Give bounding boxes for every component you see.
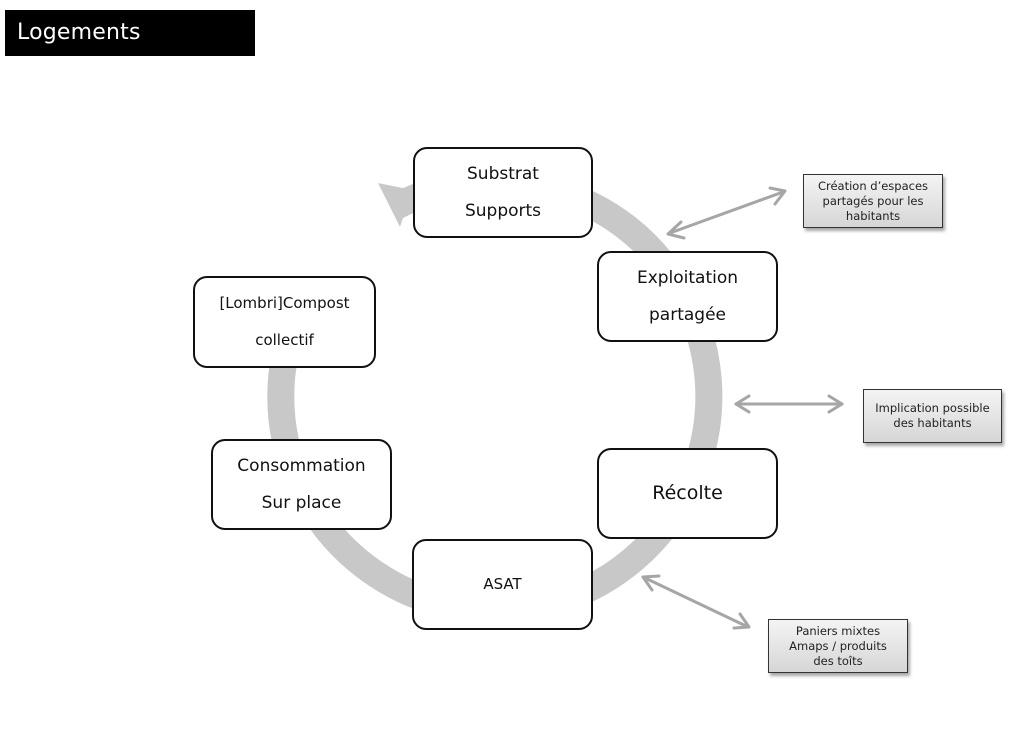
node-consommation-sur-place: Consommation Sur place (211, 439, 392, 530)
node-line: Sur place (261, 492, 342, 513)
note-line: habitants (845, 208, 901, 223)
node-line: Exploitation (636, 267, 739, 288)
connector-paniers (641, 574, 751, 630)
note-creation-espaces: Création d’espaces partagés pour les hab… (803, 174, 943, 228)
node-line: partagée (649, 304, 726, 325)
node-line: Récolte (652, 482, 723, 504)
node-line: collectif (255, 331, 314, 349)
connector-implication (734, 394, 844, 414)
node-line: Supports (464, 200, 542, 221)
node-exploitation-partagee: Exploitation partagée (597, 251, 778, 342)
connector-creation (666, 186, 787, 240)
note-line: des toîts (813, 653, 863, 668)
node-asat: ASAT (412, 539, 593, 630)
note-line: des habitants (893, 416, 972, 430)
node-substrat-supports: Substrat Supports (413, 147, 593, 238)
note-line: Amaps / produits (789, 638, 887, 653)
node-line: Substrat (467, 163, 539, 184)
note-implication-habitants: Implication possible des habitants (863, 389, 1002, 443)
note-line: Paniers mixtes (795, 623, 881, 638)
node-recolte: Récolte (597, 448, 778, 539)
note-line: partagés pour les (822, 193, 924, 208)
node-lombricompost-collectif: [Lombri]Compost collectif (193, 276, 376, 368)
node-line: [Lombri]Compost (219, 294, 350, 312)
note-line: Création d’espaces (817, 178, 929, 193)
slide-title: Logements (5, 10, 255, 56)
note-paniers-mixtes: Paniers mixtes Amaps / produits des toît… (768, 619, 908, 673)
note-line: Implication possible (875, 401, 990, 415)
node-line: ASAT (483, 575, 522, 593)
cycle-arrowhead-icon (378, 183, 412, 227)
node-line: Consommation (237, 455, 366, 476)
